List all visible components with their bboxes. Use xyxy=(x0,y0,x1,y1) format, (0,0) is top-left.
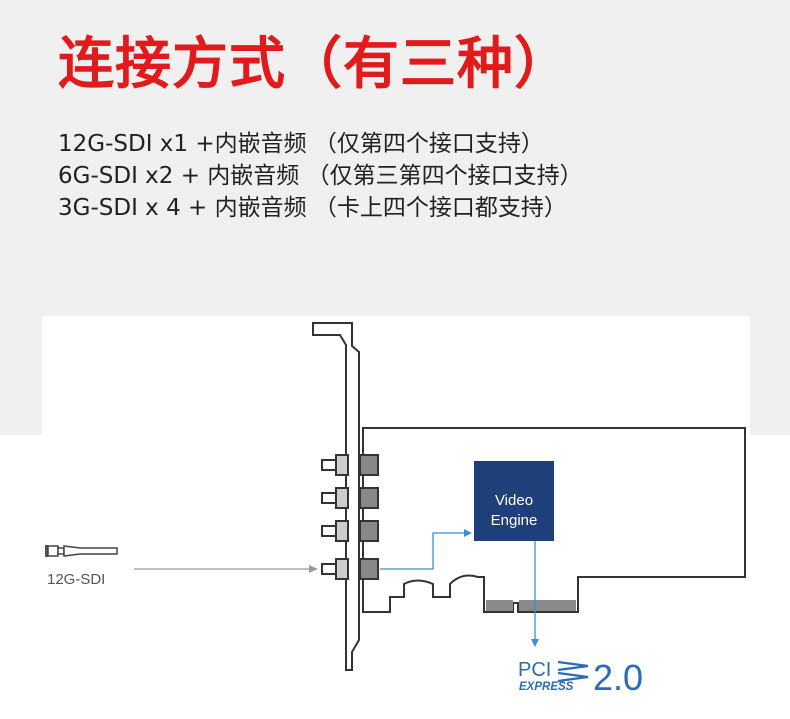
chip-label-line1: Video xyxy=(495,492,533,509)
pci-logo-text: PCI xyxy=(518,659,551,681)
mode-description-12g: 12G-SDI x1 +内嵌音频 （仅第四个接口支持） xyxy=(58,131,544,157)
mode-description-3g: 3G-SDI x 4 + 内嵌音频 （卡上四个接口都支持） xyxy=(58,195,567,221)
connector-label: 12G-SDI xyxy=(47,571,105,588)
signal-path-arrow xyxy=(380,529,472,570)
pci-express-logo: PCI EXPRESS 2.0 xyxy=(518,657,643,698)
bnc-port-2 xyxy=(321,487,379,509)
pcie-gold-fingers xyxy=(486,600,576,611)
card-bracket xyxy=(312,322,360,671)
pci-version-text: 2.0 xyxy=(593,657,643,698)
cable-arrow xyxy=(134,565,318,573)
page-title: 连接方式（有三种） xyxy=(58,32,571,97)
bnc-port-3 xyxy=(321,520,379,542)
bnc-port-4 xyxy=(321,558,379,580)
mode-description-6g: 6G-SDI x2 + 内嵌音频 （仅第三第四个接口支持） xyxy=(58,163,583,189)
chip-label-line2: Engine xyxy=(491,512,538,529)
sdi-connector-icon xyxy=(45,545,118,557)
video-engine-chip xyxy=(474,461,554,541)
pcie-bus-arrow xyxy=(531,541,539,647)
bnc-port-1 xyxy=(321,454,379,476)
pci-express-text: EXPRESS xyxy=(519,681,574,693)
